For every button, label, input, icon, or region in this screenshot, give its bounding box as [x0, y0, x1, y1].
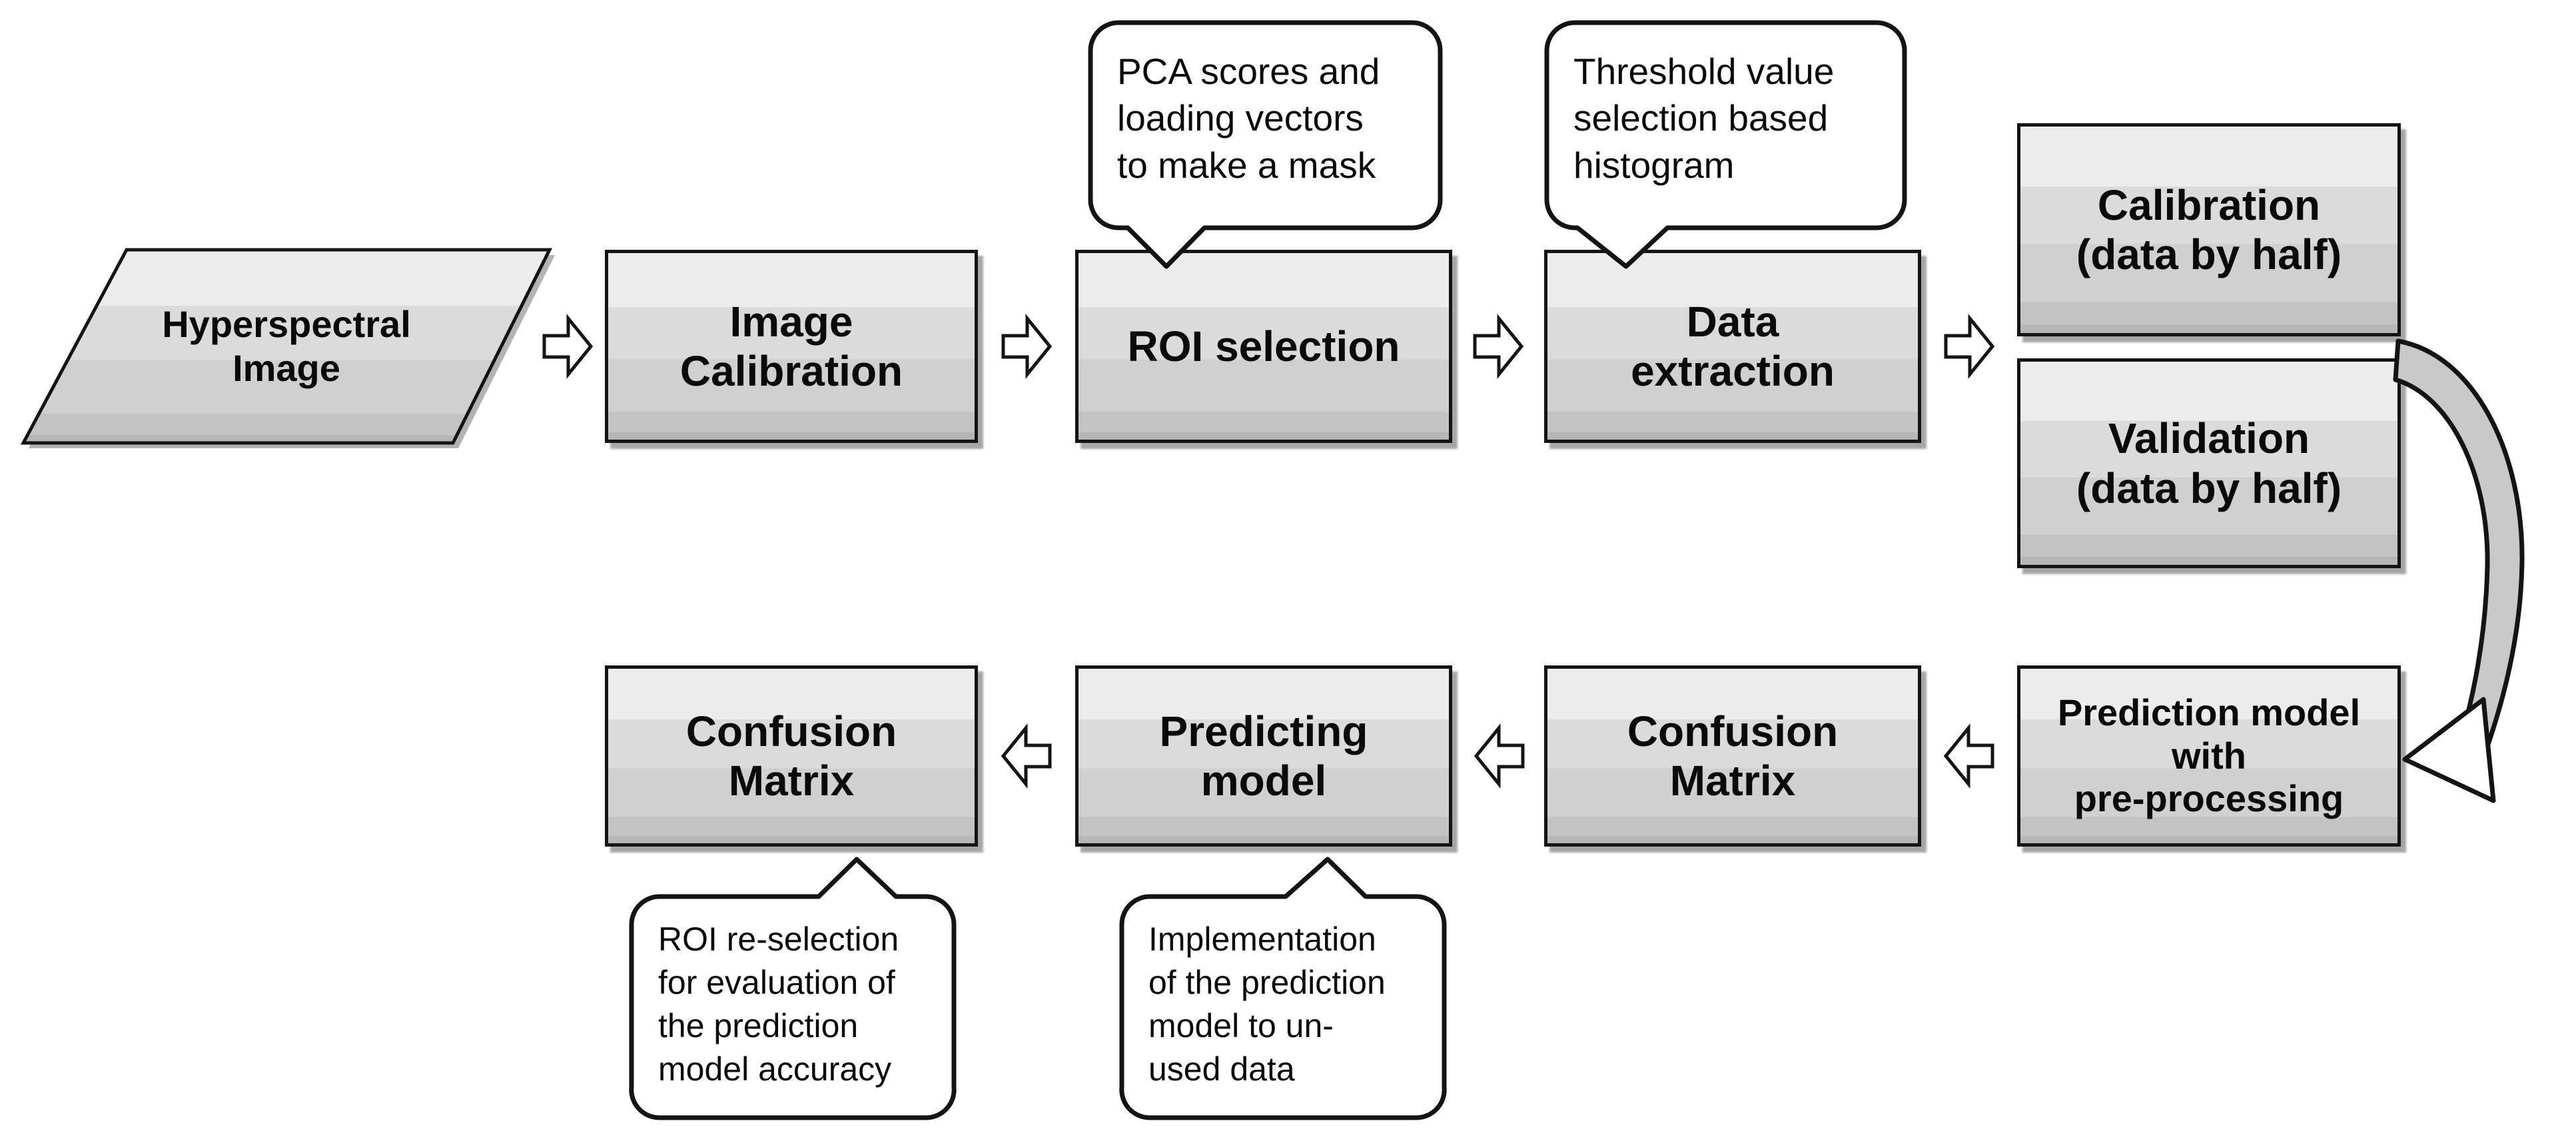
- node-roi-selection-label: ROI selection: [1127, 322, 1400, 370]
- node-confusion-matrix-1: Confusion Matrix: [1544, 665, 1921, 847]
- callout-bubble-up-icon: [1119, 857, 1447, 1120]
- node-image-calibration-label: Image Calibration: [679, 297, 903, 395]
- node-data-extraction-label: Data extraction: [1631, 297, 1835, 395]
- node-prediction-model: Prediction model with pre-processing: [2017, 665, 2401, 847]
- callout-bubble-up-icon: [629, 857, 957, 1120]
- flow-arrow-right-icon: [1001, 313, 1053, 380]
- callout-pca: PCA scores and loading vectors to make a…: [1088, 20, 1443, 269]
- node-hyperspectral-image: Hyperspectral Image: [162, 302, 411, 389]
- node-calibration-data-label: Calibration (data by half): [2076, 181, 2342, 278]
- flow-arrow-left-icon: [1001, 723, 1052, 789]
- callout-roi-reselection-text: ROI re-selection for evaluation of the p…: [658, 921, 899, 1088]
- callout-implementation-text: Implementation of the prediction model t…: [1148, 921, 1386, 1088]
- callout-pca-text: PCA scores and loading vectors to make a…: [1117, 51, 1380, 186]
- callout-threshold-text: Threshold value selection based histogra…: [1573, 51, 1835, 186]
- callout-implementation: Implementation of the prediction model t…: [1119, 857, 1447, 1120]
- callout-roi-reselection: ROI re-selection for evaluation of the p…: [629, 857, 957, 1120]
- curved-flow-arrow-icon: [2393, 338, 2525, 803]
- flow-arrow-right-icon: [1944, 313, 1995, 380]
- parallelogram-shape: [20, 248, 555, 448]
- node-confusion-matrix-2-label: Confusion Matrix: [685, 707, 897, 805]
- callout-threshold: Threshold value selection based histogra…: [1544, 20, 1907, 269]
- callout-bubble-down-icon: [1088, 20, 1443, 269]
- flow-arrow-right-icon: [542, 313, 594, 380]
- node-confusion-matrix-1-label: Confusion Matrix: [1627, 707, 1839, 805]
- node-predicting-model-label: Predicting model: [1159, 707, 1368, 805]
- callout-bubble-down-icon: [1544, 20, 1907, 269]
- node-predicting-model: Predicting model: [1075, 665, 1452, 847]
- node-roi-selection: ROI selection: [1075, 250, 1452, 443]
- node-image-calibration: Image Calibration: [605, 250, 978, 443]
- node-validation-data: Validation (data by half): [2017, 358, 2401, 568]
- node-calibration-data: Calibration (data by half): [2017, 123, 2401, 336]
- flow-arrow-left-icon: [1474, 723, 1525, 789]
- node-data-extraction: Data extraction: [1544, 250, 1921, 443]
- node-validation-data-label: Validation (data by half): [2076, 414, 2342, 512]
- flow-arrow-left-icon: [1943, 723, 1994, 789]
- flow-arrow-right-icon: [1473, 313, 1524, 380]
- node-confusion-matrix-2: Confusion Matrix: [605, 665, 978, 847]
- node-prediction-model-label: Prediction model with pre-processing: [2057, 691, 2361, 820]
